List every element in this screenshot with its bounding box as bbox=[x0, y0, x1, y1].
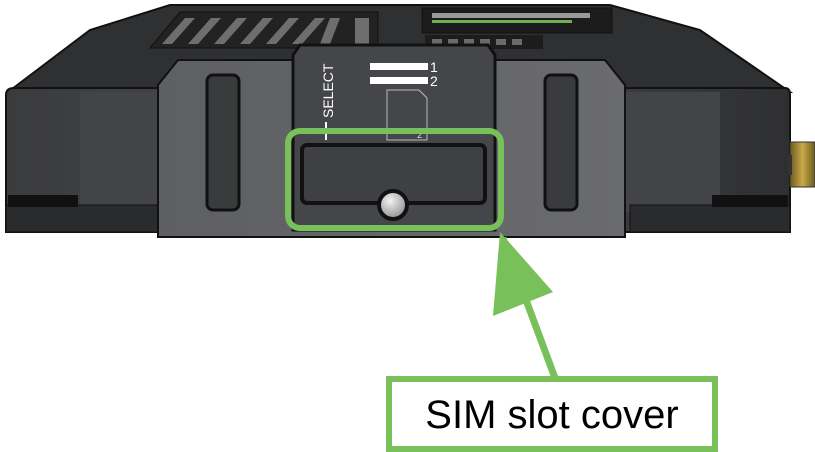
sim-slot-2-label: 2 bbox=[430, 73, 438, 89]
callout-label-box bbox=[386, 376, 718, 452]
screw-icon bbox=[377, 189, 409, 221]
sim-slot-1-label: 1 bbox=[430, 59, 438, 75]
vent-grille bbox=[148, 11, 379, 49]
callout: SIM slot cover bbox=[285, 128, 718, 452]
select-label: SELECT bbox=[320, 63, 336, 118]
arrow-head-icon bbox=[493, 232, 553, 316]
right-slot bbox=[543, 73, 579, 212]
highlight-box bbox=[285, 128, 504, 231]
callout-label: SIM slot cover bbox=[425, 393, 678, 437]
sim-slot-2-indicator bbox=[370, 77, 428, 84]
left-slot bbox=[205, 73, 241, 212]
sim-icon-number: 2 bbox=[417, 130, 422, 140]
antenna-connector bbox=[789, 141, 815, 188]
status-display bbox=[421, 7, 613, 49]
device-body: SELECT 1 2 2 bbox=[5, 4, 815, 238]
sim-slot-1-indicator bbox=[370, 63, 428, 70]
